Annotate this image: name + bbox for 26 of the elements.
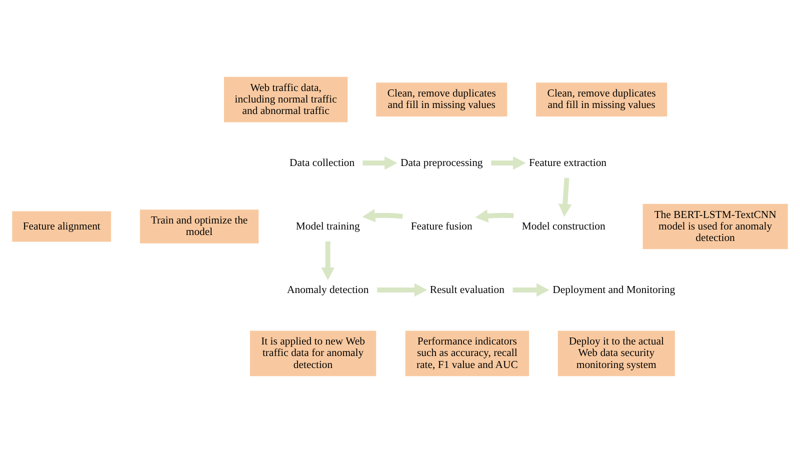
node-box: The BERT-LSTM-TextCNN model is used for anomaly detection bbox=[642, 204, 788, 250]
arrow bbox=[558, 178, 572, 217]
arrow bbox=[362, 156, 398, 170]
arrow bbox=[362, 209, 403, 222]
node-box: Web traffic data, including normal traffic and abnormal traffic bbox=[224, 76, 348, 122]
node-text: Deployment and Monitoring bbox=[552, 284, 676, 296]
node-text: Model training bbox=[296, 220, 360, 232]
node-box: It is applied to new Web traffic data for anomaly detection bbox=[250, 330, 376, 376]
arrow bbox=[512, 283, 550, 297]
arrow bbox=[491, 156, 526, 170]
arrow bbox=[475, 209, 514, 223]
node-box: Train and optimize the model bbox=[140, 210, 259, 244]
node-box: Clean, remove duplicates and fill in missing values bbox=[376, 82, 508, 116]
arrow bbox=[377, 283, 428, 297]
node-box: Deploy it to the actual Web data security monitoring system bbox=[558, 330, 675, 376]
node-box: Performance indicators such as accuracy, recall rate, F1 value and AUC bbox=[405, 330, 529, 376]
node-text: Feature extraction bbox=[528, 156, 607, 169]
node-text: Anomaly detection bbox=[286, 284, 369, 296]
node-text: Feature fusion bbox=[410, 220, 472, 232]
node-text: Data preprocessing bbox=[400, 156, 483, 169]
node-text: Model construction bbox=[522, 220, 606, 232]
node-box: Clean, remove duplicates and fill in missing values bbox=[536, 82, 668, 116]
arrow bbox=[321, 241, 335, 280]
node-box: Feature alignment bbox=[12, 211, 112, 242]
node-text: Data collection bbox=[290, 156, 355, 169]
node-text: Result evaluation bbox=[430, 284, 504, 296]
